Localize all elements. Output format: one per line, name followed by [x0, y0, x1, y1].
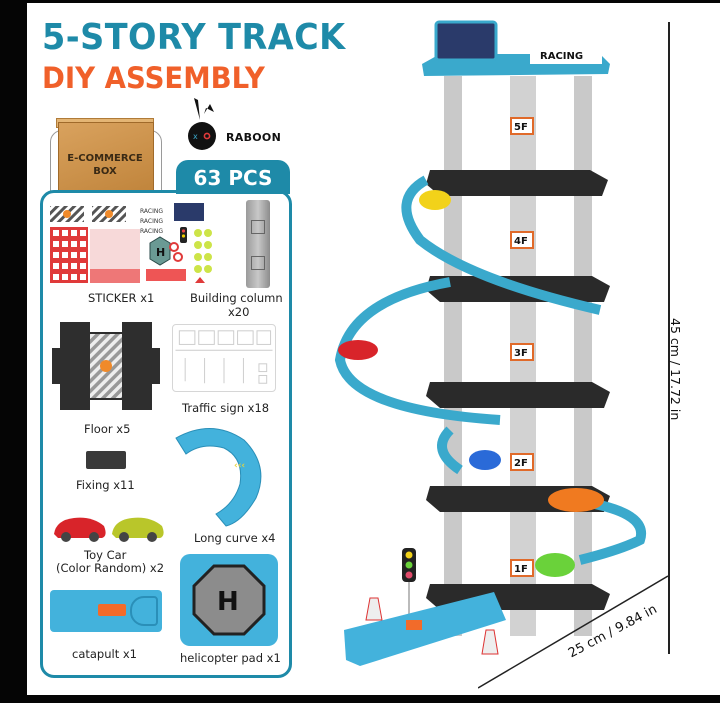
catapult-label: catapult x1 [72, 647, 137, 661]
helicopter-pad-icon: H [180, 554, 278, 646]
traffic-sign-label: Traffic sign x18 [182, 401, 270, 415]
svg-text:RACING: RACING [140, 218, 163, 225]
svg-text:H: H [156, 246, 165, 259]
catapult-icon [50, 590, 162, 632]
toy-car-label: Toy Car [84, 548, 127, 562]
building-column-qty: x20 [228, 305, 250, 319]
svg-text:‹‹‹: ‹‹‹ [234, 461, 245, 471]
sticker-label: STICKER x1 [88, 291, 155, 305]
traffic-sign-sprue-icon [172, 324, 276, 392]
rabbit-logo-icon: x [188, 98, 216, 150]
sticker-sheet-icon: RACING RACING RACING H [50, 203, 212, 283]
svg-text:H: H [217, 587, 239, 617]
brand-name: RABOON [226, 131, 282, 144]
fixing-label: Fixing x11 [76, 478, 135, 492]
svg-text:1F: 1F [514, 564, 528, 575]
svg-text:3F: 3F [514, 348, 528, 359]
svg-text:2F: 2F [514, 458, 528, 469]
svg-text:5F: 5F [514, 122, 528, 133]
parking-tower-illustration: RACING 5F 4F 3F 2F 1F [334, 20, 647, 666]
box-label: E-COMMERCE BOX [67, 153, 143, 177]
title-line2: DIY ASSEMBLY [42, 61, 265, 95]
title-line1: 5-STORY TRACK [42, 17, 346, 58]
svg-text:4F: 4F [514, 236, 528, 247]
long-curve-track-icon: ‹‹‹ [175, 428, 262, 527]
toy-cars-icon [54, 517, 164, 542]
svg-text:x: x [193, 132, 198, 141]
svg-text:RACING: RACING [140, 228, 163, 235]
svg-text:RACING: RACING [140, 208, 163, 215]
building-column-icon [246, 200, 270, 288]
long-curve-label: Long curve x4 [194, 531, 276, 545]
height-dimension-label: 45 cm / 17.72 in [668, 318, 683, 421]
piece-count-badge: 63 PCS [176, 160, 290, 194]
height-dimension-line [668, 22, 670, 654]
floor-label: Floor x5 [84, 422, 131, 436]
svg-text:RACING: RACING [540, 51, 583, 62]
toy-car-note: (Color Random) x2 [56, 561, 165, 575]
fixing-piece-icon [86, 451, 126, 469]
building-column-label: Building column [190, 291, 283, 305]
helicopter-pad-label: helicopter pad x1 [180, 651, 281, 665]
floor-piece-icon [52, 322, 160, 410]
width-dimension-line [478, 575, 668, 689]
